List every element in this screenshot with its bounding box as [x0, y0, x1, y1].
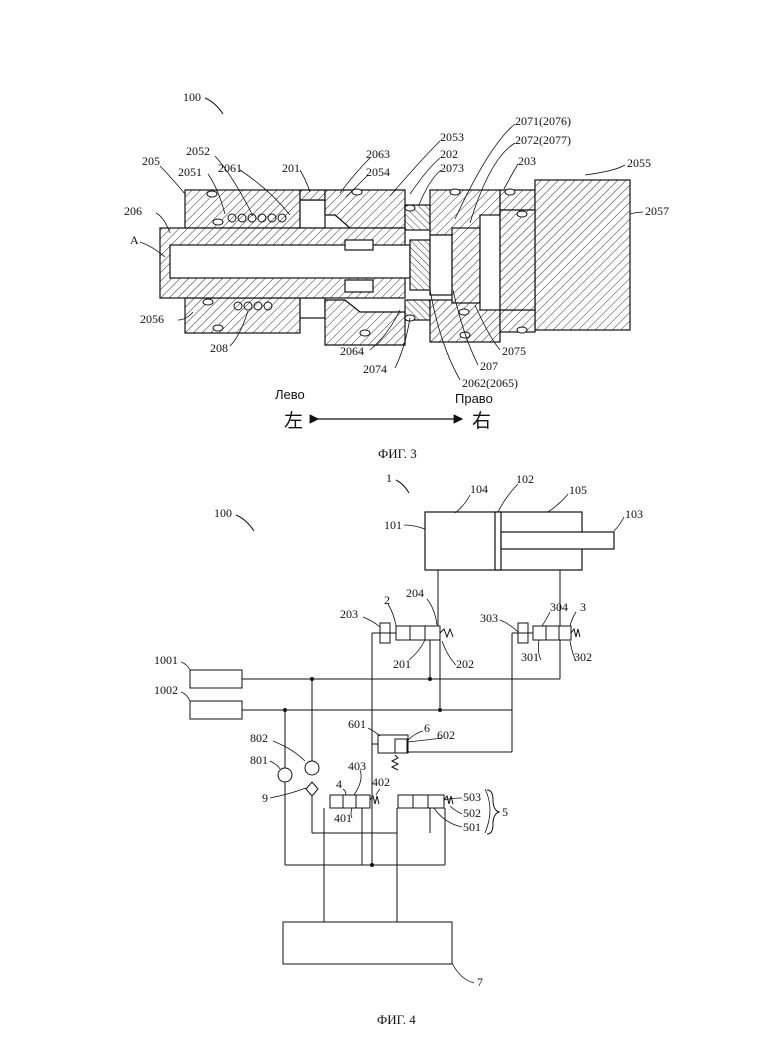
fig4-ref-100-arrow: [236, 515, 254, 531]
hydraulic-cylinder: [425, 512, 614, 570]
fig4-label-202: 202: [456, 657, 474, 671]
fig4-label-501: 501: [463, 820, 481, 834]
fig3-label-A: A: [130, 233, 139, 247]
fig3-label-2057: 2057: [645, 204, 669, 218]
fig3-label-201: 201: [282, 161, 300, 175]
fig4-label-601: 601: [348, 717, 366, 731]
fig3-label-208: 208: [210, 341, 228, 355]
pump-801: [278, 768, 292, 782]
fig4-label-802: 802: [250, 731, 268, 745]
fig3-ref-100: 100: [183, 90, 201, 104]
fig4-ref-1-arrow: [396, 480, 409, 493]
fig4-brace-5: [487, 790, 499, 834]
fig3-label-2053: 2053: [440, 130, 464, 144]
fig4-label-301: 301: [521, 650, 539, 664]
fig3-label-2054: 2054: [366, 165, 390, 179]
direction-right-zh: 右: [472, 410, 491, 432]
fig4-label-503: 503: [463, 790, 481, 804]
fig3-label-2062: 2062(2065): [462, 376, 518, 390]
fig4-label-403: 403: [348, 759, 366, 773]
fig3-label-202: 202: [440, 147, 458, 161]
fig4-label-303: 303: [480, 611, 498, 625]
fig4-ref-100: 100: [214, 506, 232, 520]
fig4-label-3: 3: [580, 600, 586, 614]
filter-9: [306, 782, 318, 796]
fig4-label-201: 201: [393, 657, 411, 671]
fig3-label-203: 203: [518, 154, 536, 168]
pump-802: [305, 761, 319, 775]
fig4-label-401: 401: [334, 811, 352, 825]
fig4-label-203: 203: [340, 607, 358, 621]
fig3-label-205: 205: [142, 154, 160, 168]
fig4-label-105: 105: [569, 483, 587, 497]
source-1002: [190, 701, 242, 719]
fig3-label-2072: 2072(2077): [515, 133, 571, 147]
fig3-caption: ФИГ. 3: [378, 446, 417, 461]
figure-4: 100 1: [154, 471, 643, 1027]
fig3-label-2055: 2055: [627, 156, 651, 170]
fig4-label-5: 5: [502, 805, 508, 819]
fig4-label-602: 602: [437, 728, 455, 742]
fig3-label-2064: 2064: [340, 344, 364, 358]
fig3-label-2051: 2051: [178, 165, 202, 179]
fig4-label-2: 2: [384, 593, 390, 607]
fig3-label-207: 207: [480, 359, 498, 373]
fig4-label-101: 101: [384, 518, 402, 532]
tank-7: [283, 922, 452, 964]
fig4-ref-1: 1: [386, 471, 392, 485]
fig4-label-9: 9: [262, 791, 268, 805]
fig4-label-103: 103: [625, 507, 643, 521]
fig4-label-302: 302: [574, 650, 592, 664]
fig4-label-204: 204: [406, 586, 424, 600]
figure-3: 100: [124, 90, 669, 461]
fig3-label-2074: 2074: [363, 362, 387, 376]
fig4-label-4: 4: [336, 777, 342, 791]
fig4-label-104: 104: [470, 482, 488, 496]
fig3-label-2061: 2061: [218, 161, 242, 175]
direction-left-zh: 左: [284, 410, 303, 432]
source-1001: [190, 670, 242, 688]
fig3-label-2071: 2071(2076): [515, 114, 571, 128]
fig4-label-1002: 1002: [154, 683, 178, 697]
fig4-label-7: 7: [477, 975, 483, 989]
valve-5: [398, 795, 453, 808]
fig4-label-6: 6: [424, 721, 430, 735]
fig4-label-801: 801: [250, 753, 268, 767]
fig3-label-2056: 2056: [140, 312, 164, 326]
direction-right-ru: Право: [455, 391, 493, 406]
fig4-label-304: 304: [550, 600, 568, 614]
fig3-ref-100-arrow: [205, 98, 223, 114]
fig3-label-2063: 2063: [366, 147, 390, 161]
fig4-label-1001: 1001: [154, 653, 178, 667]
fig3-label-2073: 2073: [440, 161, 464, 175]
fig3-label-2075: 2075: [502, 344, 526, 358]
fig3-label-2052: 2052: [186, 144, 210, 158]
fig3-label-206: 206: [124, 204, 142, 218]
fig4-label-402: 402: [372, 775, 390, 789]
fig4-label-502: 502: [463, 806, 481, 820]
relief-valve-6: [378, 735, 408, 770]
fig4-caption: ФИГ. 4: [377, 1012, 416, 1027]
fig4-label-102: 102: [516, 472, 534, 486]
direction-left-ru: Лево: [275, 387, 305, 402]
